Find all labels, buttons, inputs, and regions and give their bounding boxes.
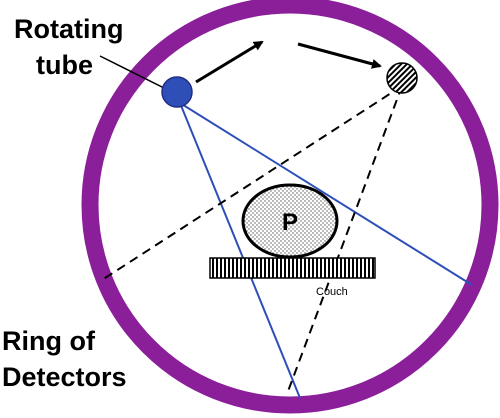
couch-label: Couch (316, 286, 348, 298)
label-leader-line (99, 55, 173, 93)
rotation-arrow-1 (195, 40, 264, 84)
rotating-tube-label-line1: Rotating (14, 14, 123, 44)
tube-current-icon (161, 76, 193, 108)
tube-next-icon (386, 62, 418, 94)
patient-label: P (282, 209, 298, 236)
rotating-tube-label-line2: tube (36, 50, 93, 80)
couch (209, 257, 376, 279)
ring-label-line2: Detectors (2, 362, 127, 392)
beam-line-left (179, 102, 301, 399)
beam-line-right (179, 102, 473, 286)
dashed-beam-right (286, 85, 403, 395)
detector-ring (81, 0, 499, 414)
patient-ellipse (241, 183, 339, 259)
ring-label-line1: Ring of (2, 326, 96, 356)
dashed-beam-left (101, 85, 403, 281)
rotation-arrow-2 (297, 42, 382, 69)
